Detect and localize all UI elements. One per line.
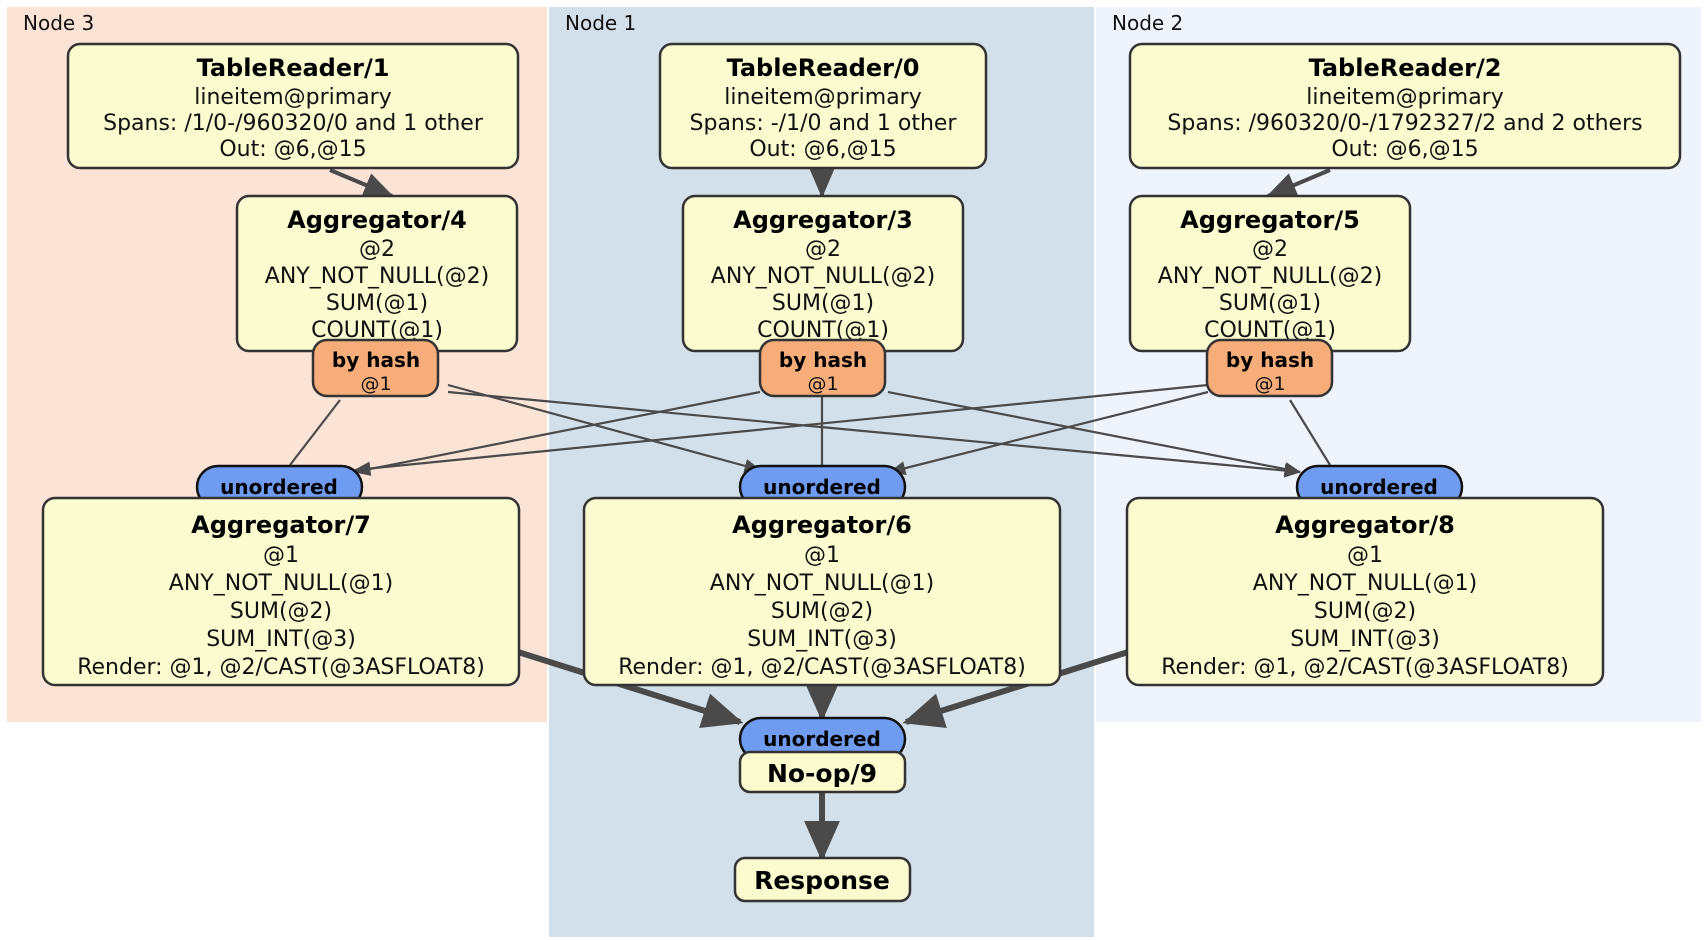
processor-box[interactable] <box>733 856 912 903</box>
processor-title: TableReader/0 <box>727 54 920 82</box>
processor-title: Aggregator/4 <box>287 206 467 234</box>
processor-line: SUM(@1) <box>772 291 874 316</box>
unordered-badge-label: unordered <box>220 475 338 499</box>
edge-hash-left-to-unordered-center <box>447 383 762 473</box>
processor-line: lineitem@primary <box>1306 85 1504 110</box>
hash-badge-shape[interactable] <box>311 338 440 398</box>
processor-line: SUM(@2) <box>771 599 873 624</box>
processor-line: @2 <box>359 237 395 262</box>
processor-line: ANY_NOT_NULL(@2) <box>265 264 489 289</box>
edge-group-final <box>517 649 1129 862</box>
output-router-hash-center[interactable]: by hash @1 <box>758 338 887 398</box>
node-panel-label-node2: Node 2 <box>1112 11 1183 35</box>
edge-aggregator8-to-unordered-final <box>902 649 1129 728</box>
processor-title: TableReader/2 <box>1309 54 1502 82</box>
node-panel-label-node1: Node 1 <box>565 11 636 35</box>
processor-title: Aggregator/7 <box>191 511 371 539</box>
processor-line: Out: @6,@15 <box>1331 137 1478 162</box>
processor-line: SUM_INT(@3) <box>206 627 356 652</box>
processor-aggregator3[interactable]: Aggregator/3 @2 ANY_NOT_NULL(@2) SUM(@1)… <box>681 194 965 353</box>
processor-title: Aggregator/6 <box>732 511 912 539</box>
hash-badge-sublabel: @1 <box>360 373 391 395</box>
processor-line: @2 <box>805 237 841 262</box>
output-router-hash-left[interactable]: by hash @1 <box>311 338 440 398</box>
input-sync-unordered-final[interactable]: unordered <box>738 716 907 762</box>
processor-line: Spans: -/1/0 and 1 other <box>690 111 958 136</box>
processor-aggregator6[interactable]: Aggregator/6 @1 ANY_NOT_NULL(@1) SUM(@2)… <box>582 496 1062 687</box>
processor-line: Spans: /1/0-/960320/0 and 1 other <box>103 111 484 136</box>
edge-hash-left-to-unordered-left <box>289 399 341 466</box>
processor-line: Spans: /960320/0-/1792327/2 and 2 others <box>1167 111 1642 136</box>
processor-line: Out: @6,@15 <box>219 137 366 162</box>
processor-line: Render: @1, @2/CAST(@3ASFLOAT8) <box>77 655 485 680</box>
processor-title: Aggregator/3 <box>733 206 913 234</box>
processor-line: SUM_INT(@3) <box>747 627 897 652</box>
processor-box[interactable] <box>66 42 520 170</box>
processor-response[interactable]: Response <box>733 856 912 903</box>
processor-line: lineitem@primary <box>724 85 922 110</box>
edge-tablereader2-aggregator5 <box>1266 168 1331 198</box>
processor-box[interactable] <box>1128 42 1682 170</box>
processor-aggregator5[interactable]: Aggregator/5 @2 ANY_NOT_NULL(@2) SUM(@1)… <box>1128 194 1412 353</box>
processor-title: No-op/9 <box>767 759 877 788</box>
hash-badge-shape[interactable] <box>758 338 887 398</box>
processor-line: @1 <box>263 543 299 568</box>
processor-line: ANY_NOT_NULL(@1) <box>1253 571 1477 596</box>
processor-aggregator7[interactable]: Aggregator/7 @1 ANY_NOT_NULL(@1) SUM(@2)… <box>41 496 521 687</box>
processor-line: lineitem@primary <box>194 85 392 110</box>
processor-line: ANY_NOT_NULL(@1) <box>710 571 934 596</box>
processor-title: TableReader/1 <box>197 54 390 82</box>
processor-line: ANY_NOT_NULL(@2) <box>1158 264 1382 289</box>
unordered-badge-label: unordered <box>763 475 881 499</box>
processor-box[interactable] <box>41 496 521 687</box>
node-panel-label-node3: Node 3 <box>23 11 94 35</box>
processor-line: Render: @1, @2/CAST(@3ASFLOAT8) <box>1161 655 1569 680</box>
processor-title: Response <box>754 866 890 895</box>
edge-hash-right-to-unordered-left <box>353 383 1209 476</box>
edge-hash-left-to-unordered-right <box>447 390 1302 478</box>
unordered-badge-label: unordered <box>1320 475 1438 499</box>
processor-box[interactable] <box>738 750 907 794</box>
processor-line: SUM(@2) <box>1314 599 1416 624</box>
processor-title: Aggregator/5 <box>1180 206 1360 234</box>
output-router-hash-right[interactable]: by hash @1 <box>1205 338 1334 398</box>
edge-group-stage1 <box>329 168 1331 198</box>
hash-badge-shape[interactable] <box>1205 338 1334 398</box>
processor-tablereader2[interactable]: TableReader/2 lineitem@primary Spans: /9… <box>1128 42 1682 170</box>
processor-tablereader1[interactable]: TableReader/1 lineitem@primary Spans: /1… <box>66 42 520 170</box>
processor-box[interactable] <box>658 42 988 170</box>
edge-hash-right-to-unordered-center <box>888 390 1209 476</box>
processor-line: SUM(@2) <box>230 599 332 624</box>
edge-tablereader1-aggregator4 <box>329 168 394 198</box>
hash-badge-sublabel: @1 <box>807 373 838 395</box>
hash-badge-label: by hash <box>332 348 420 372</box>
processor-aggregator4[interactable]: Aggregator/4 @2 ANY_NOT_NULL(@2) SUM(@1)… <box>235 194 519 353</box>
processor-box[interactable] <box>582 496 1062 687</box>
processor-line: Render: @1, @2/CAST(@3ASFLOAT8) <box>618 655 1026 680</box>
hash-badge-sublabel: @1 <box>1254 373 1285 395</box>
processor-line: @1 <box>1347 543 1383 568</box>
processor-line: SUM_INT(@3) <box>1290 627 1440 652</box>
processor-line: SUM(@1) <box>326 291 428 316</box>
processor-tablereader0[interactable]: TableReader/0 lineitem@primary Spans: -/… <box>658 42 988 170</box>
unordered-badge-label: unordered <box>763 727 881 751</box>
processor-noop9[interactable]: No-op/9 <box>738 750 907 794</box>
processor-box[interactable] <box>1125 496 1605 687</box>
processor-line: ANY_NOT_NULL(@2) <box>711 264 935 289</box>
edge-hash-center-to-unordered-right <box>887 390 1302 476</box>
edge-hash-right-to-unordered-right <box>1289 399 1331 466</box>
processor-line: Out: @6,@15 <box>749 137 896 162</box>
processor-aggregator8[interactable]: Aggregator/8 @1 ANY_NOT_NULL(@1) SUM(@2)… <box>1125 496 1605 687</box>
hash-badge-label: by hash <box>779 348 867 372</box>
edge-hash-center-to-unordered-left <box>353 390 761 476</box>
processor-line: @1 <box>804 543 840 568</box>
edge-aggregator7-to-unordered-final <box>517 649 744 728</box>
processor-title: Aggregator/8 <box>1275 511 1455 539</box>
processor-line: ANY_NOT_NULL(@1) <box>169 571 393 596</box>
processor-line: SUM(@1) <box>1219 291 1321 316</box>
processor-line: @2 <box>1252 237 1288 262</box>
hash-badge-label: by hash <box>1226 348 1314 372</box>
edge-group-hash-fan <box>289 383 1331 478</box>
